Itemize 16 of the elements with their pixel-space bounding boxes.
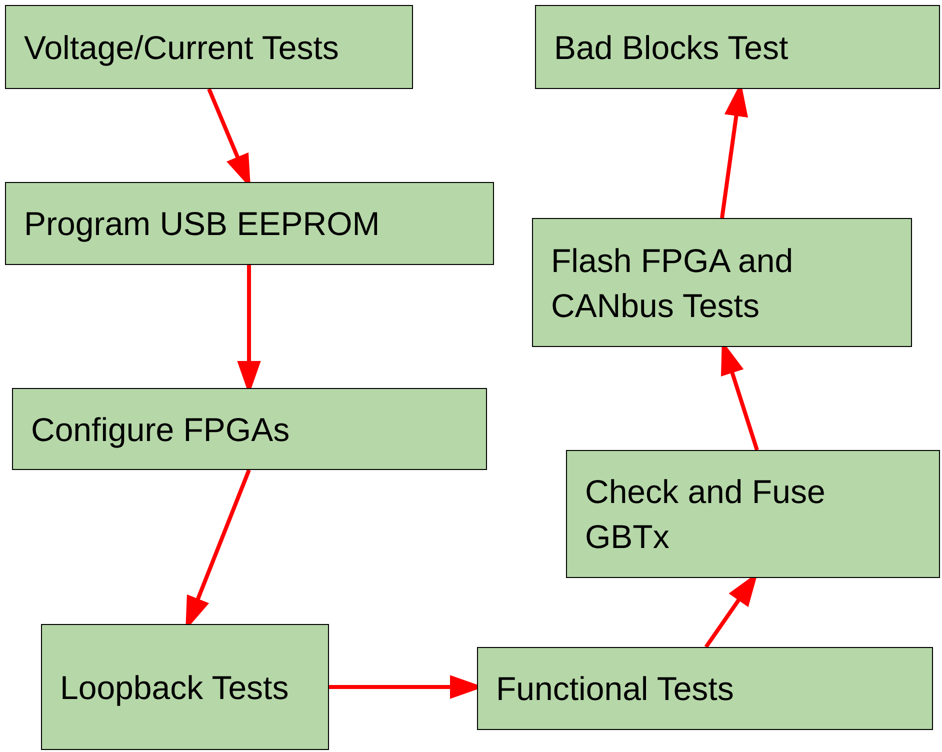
process-box bbox=[5, 182, 494, 265]
box-label: Check and Fuse GBTx bbox=[585, 472, 826, 557]
box-label: Bad Blocks Test bbox=[554, 28, 790, 68]
process-box bbox=[532, 218, 912, 347]
box-label: Flash FPGA and CANbus Tests bbox=[551, 240, 794, 326]
process-box bbox=[5, 5, 413, 89]
process-box bbox=[41, 624, 329, 750]
process-box bbox=[477, 647, 933, 730]
process-box bbox=[566, 450, 940, 578]
box-label: Loopback Tests bbox=[60, 668, 290, 708]
process-box bbox=[535, 5, 940, 89]
process-box bbox=[12, 388, 487, 470]
box-label: Program USB EEPROM bbox=[24, 204, 381, 244]
box-label: Voltage/Current Tests bbox=[24, 28, 340, 68]
box-label: Functional Tests bbox=[496, 669, 735, 709]
box-label: Configure FPGAs bbox=[31, 410, 291, 450]
